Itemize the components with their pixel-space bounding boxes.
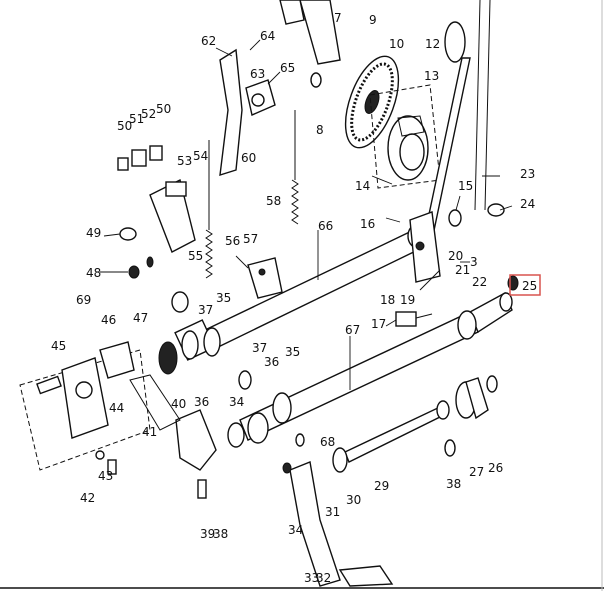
bushing-27	[455, 375, 498, 420]
pins-50-52	[117, 145, 163, 171]
part-label[interactable]: 31	[325, 505, 340, 519]
part-label[interactable]: 37	[198, 303, 213, 317]
column-7	[279, 0, 341, 65]
part-label[interactable]: 67	[345, 323, 360, 337]
lever-40	[129, 374, 217, 471]
bracket-53	[149, 178, 196, 253]
part-label[interactable]: 10	[389, 37, 404, 51]
part-label[interactable]: 29	[374, 479, 389, 493]
part-label[interactable]: 34	[229, 395, 244, 409]
part-label[interactable]: 64	[260, 29, 275, 43]
part-label[interactable]: 32	[316, 571, 331, 585]
feed-mechanism-left	[19, 341, 151, 471]
part-label[interactable]: 34	[288, 523, 303, 537]
part-label[interactable]: 23	[520, 167, 535, 181]
part-label[interactable]: 50	[117, 119, 132, 133]
part-label[interactable]: 17	[371, 317, 386, 331]
part-label[interactable]: 22	[472, 275, 487, 289]
part-label[interactable]: 26	[488, 461, 503, 475]
part-label[interactable]: 58	[266, 194, 281, 208]
part-label[interactable]: 54	[193, 149, 208, 163]
gear-pair	[158, 291, 199, 375]
part-label[interactable]: 35	[285, 345, 300, 359]
spring-56	[205, 140, 213, 279]
part-label[interactable]: 45	[51, 339, 66, 353]
part-label[interactable]: 69	[76, 293, 91, 307]
part-label[interactable]: 49	[86, 226, 101, 240]
part-label[interactable]: 37	[252, 341, 267, 355]
part-label[interactable]: 7	[334, 11, 342, 25]
part-label[interactable]: 52	[141, 107, 156, 121]
part-label[interactable]: 38	[446, 477, 461, 491]
small-parts-left	[119, 227, 154, 279]
part-label[interactable]: 46	[101, 313, 116, 327]
part-label[interactable]: 12	[425, 37, 440, 51]
part-label[interactable]: 33	[304, 571, 319, 585]
part-label[interactable]: 20	[448, 249, 463, 263]
part-label[interactable]: 27	[469, 465, 484, 479]
lever-bottom	[289, 461, 394, 587]
eccentric-assembly	[369, 84, 441, 189]
part-label[interactable]: 66	[318, 219, 333, 233]
part-label[interactable]: 38	[213, 527, 228, 541]
screw-17	[395, 311, 433, 327]
part-label[interactable]: 57	[243, 232, 258, 246]
part-label[interactable]: 47	[133, 311, 148, 325]
part-label[interactable]: 30	[346, 493, 361, 507]
lower-shaft	[227, 292, 513, 448]
part-label[interactable]: 63	[250, 67, 265, 81]
part-label[interactable]: 40	[171, 397, 186, 411]
part-label[interactable]: 3	[470, 255, 478, 269]
part-label[interactable]: 9	[369, 13, 377, 27]
bracket-58	[247, 257, 283, 299]
part-label[interactable]: 43	[98, 469, 113, 483]
shaft-29	[332, 400, 450, 473]
part-labels: 62 64 7 9 10 12 63 65 13 50 51 52 50 53 …	[51, 11, 537, 585]
leader-lines	[100, 39, 513, 390]
connecting-rod	[423, 0, 491, 241]
part-label[interactable]: 39	[200, 527, 215, 541]
part-label[interactable]: 13	[424, 69, 439, 83]
part-label[interactable]: 19	[400, 293, 415, 307]
part-label[interactable]: 15	[458, 179, 473, 193]
part-label selected-part-label[interactable]: 25	[522, 279, 537, 293]
part-label[interactable]: 60	[241, 151, 256, 165]
spring-55	[291, 110, 299, 225]
part-label[interactable]: 36	[194, 395, 209, 409]
selection-highlight[interactable]	[509, 274, 541, 296]
crank-lever	[219, 48, 276, 176]
part-label[interactable]: 41	[142, 425, 157, 439]
part-label[interactable]: 36	[264, 355, 279, 369]
part-label[interactable]: 48	[86, 266, 101, 280]
part-label[interactable]: 56	[225, 234, 240, 248]
part-label[interactable]: 24	[520, 197, 535, 211]
part-label[interactable]: 51	[129, 112, 144, 126]
part-label[interactable]: 65	[280, 61, 295, 75]
gear-wheel	[344, 55, 400, 149]
part-label[interactable]: 50	[156, 102, 171, 116]
part-label[interactable]: 18	[380, 293, 395, 307]
screws-bottom-left	[95, 450, 207, 499]
part-label[interactable]: 21	[455, 263, 470, 277]
part-label[interactable]: 42	[80, 491, 95, 505]
part-label[interactable]: 55	[188, 249, 203, 263]
bell-crank-right	[409, 211, 441, 291]
part-label[interactable]: 16	[360, 217, 375, 231]
part-label[interactable]: 35	[216, 291, 231, 305]
part-label[interactable]: 14	[355, 179, 370, 193]
part-label[interactable]: 44	[109, 401, 124, 415]
part-label[interactable]: 53	[177, 154, 192, 168]
part-label[interactable]: 8	[316, 123, 324, 137]
part-label[interactable]: 68	[320, 435, 335, 449]
part-label[interactable]: 62	[201, 34, 216, 48]
